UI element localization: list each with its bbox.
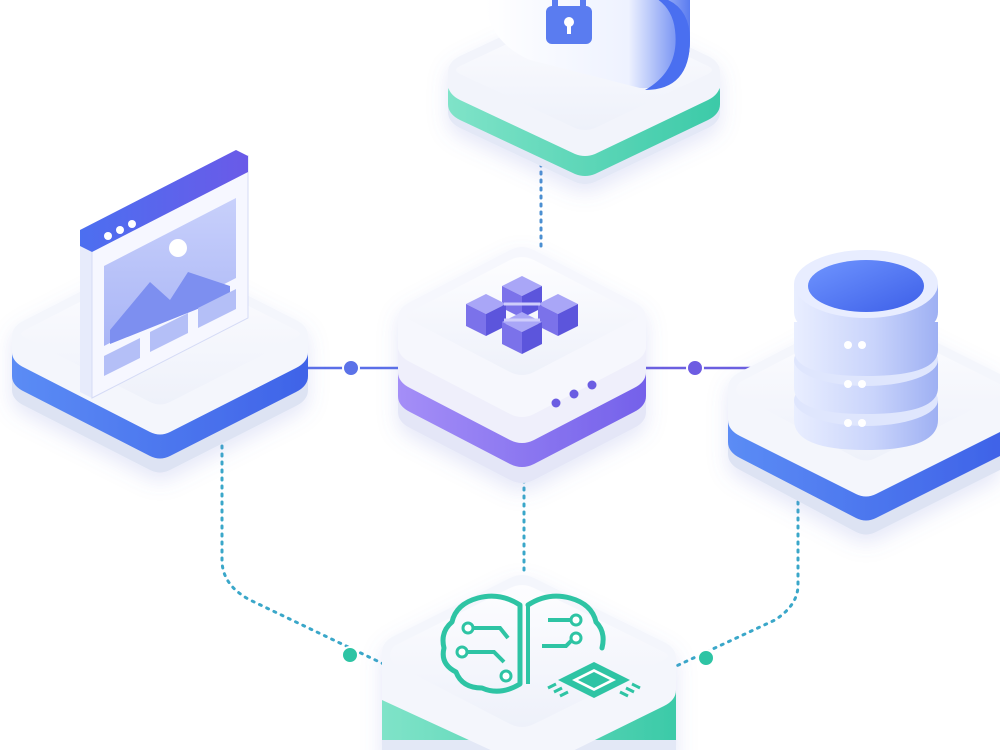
- node-port-hub-db: [686, 359, 704, 377]
- cube-cluster-icon: [466, 276, 578, 354]
- edge-web-ai: [220, 428, 394, 670]
- node-port-db-ai: [697, 649, 715, 667]
- edge-db-ai: [670, 468, 800, 670]
- node-port-web-ai: [341, 646, 359, 664]
- cloud-lock-icon: [485, 0, 690, 90]
- brain-circuit-icon: [440, 593, 641, 698]
- node-port-web-hub: [342, 359, 360, 377]
- chip-icon: [547, 662, 641, 698]
- central-hub-platform: [398, 247, 646, 483]
- browser-window-icon: [80, 150, 249, 399]
- database-cylinder-icon: [794, 250, 938, 450]
